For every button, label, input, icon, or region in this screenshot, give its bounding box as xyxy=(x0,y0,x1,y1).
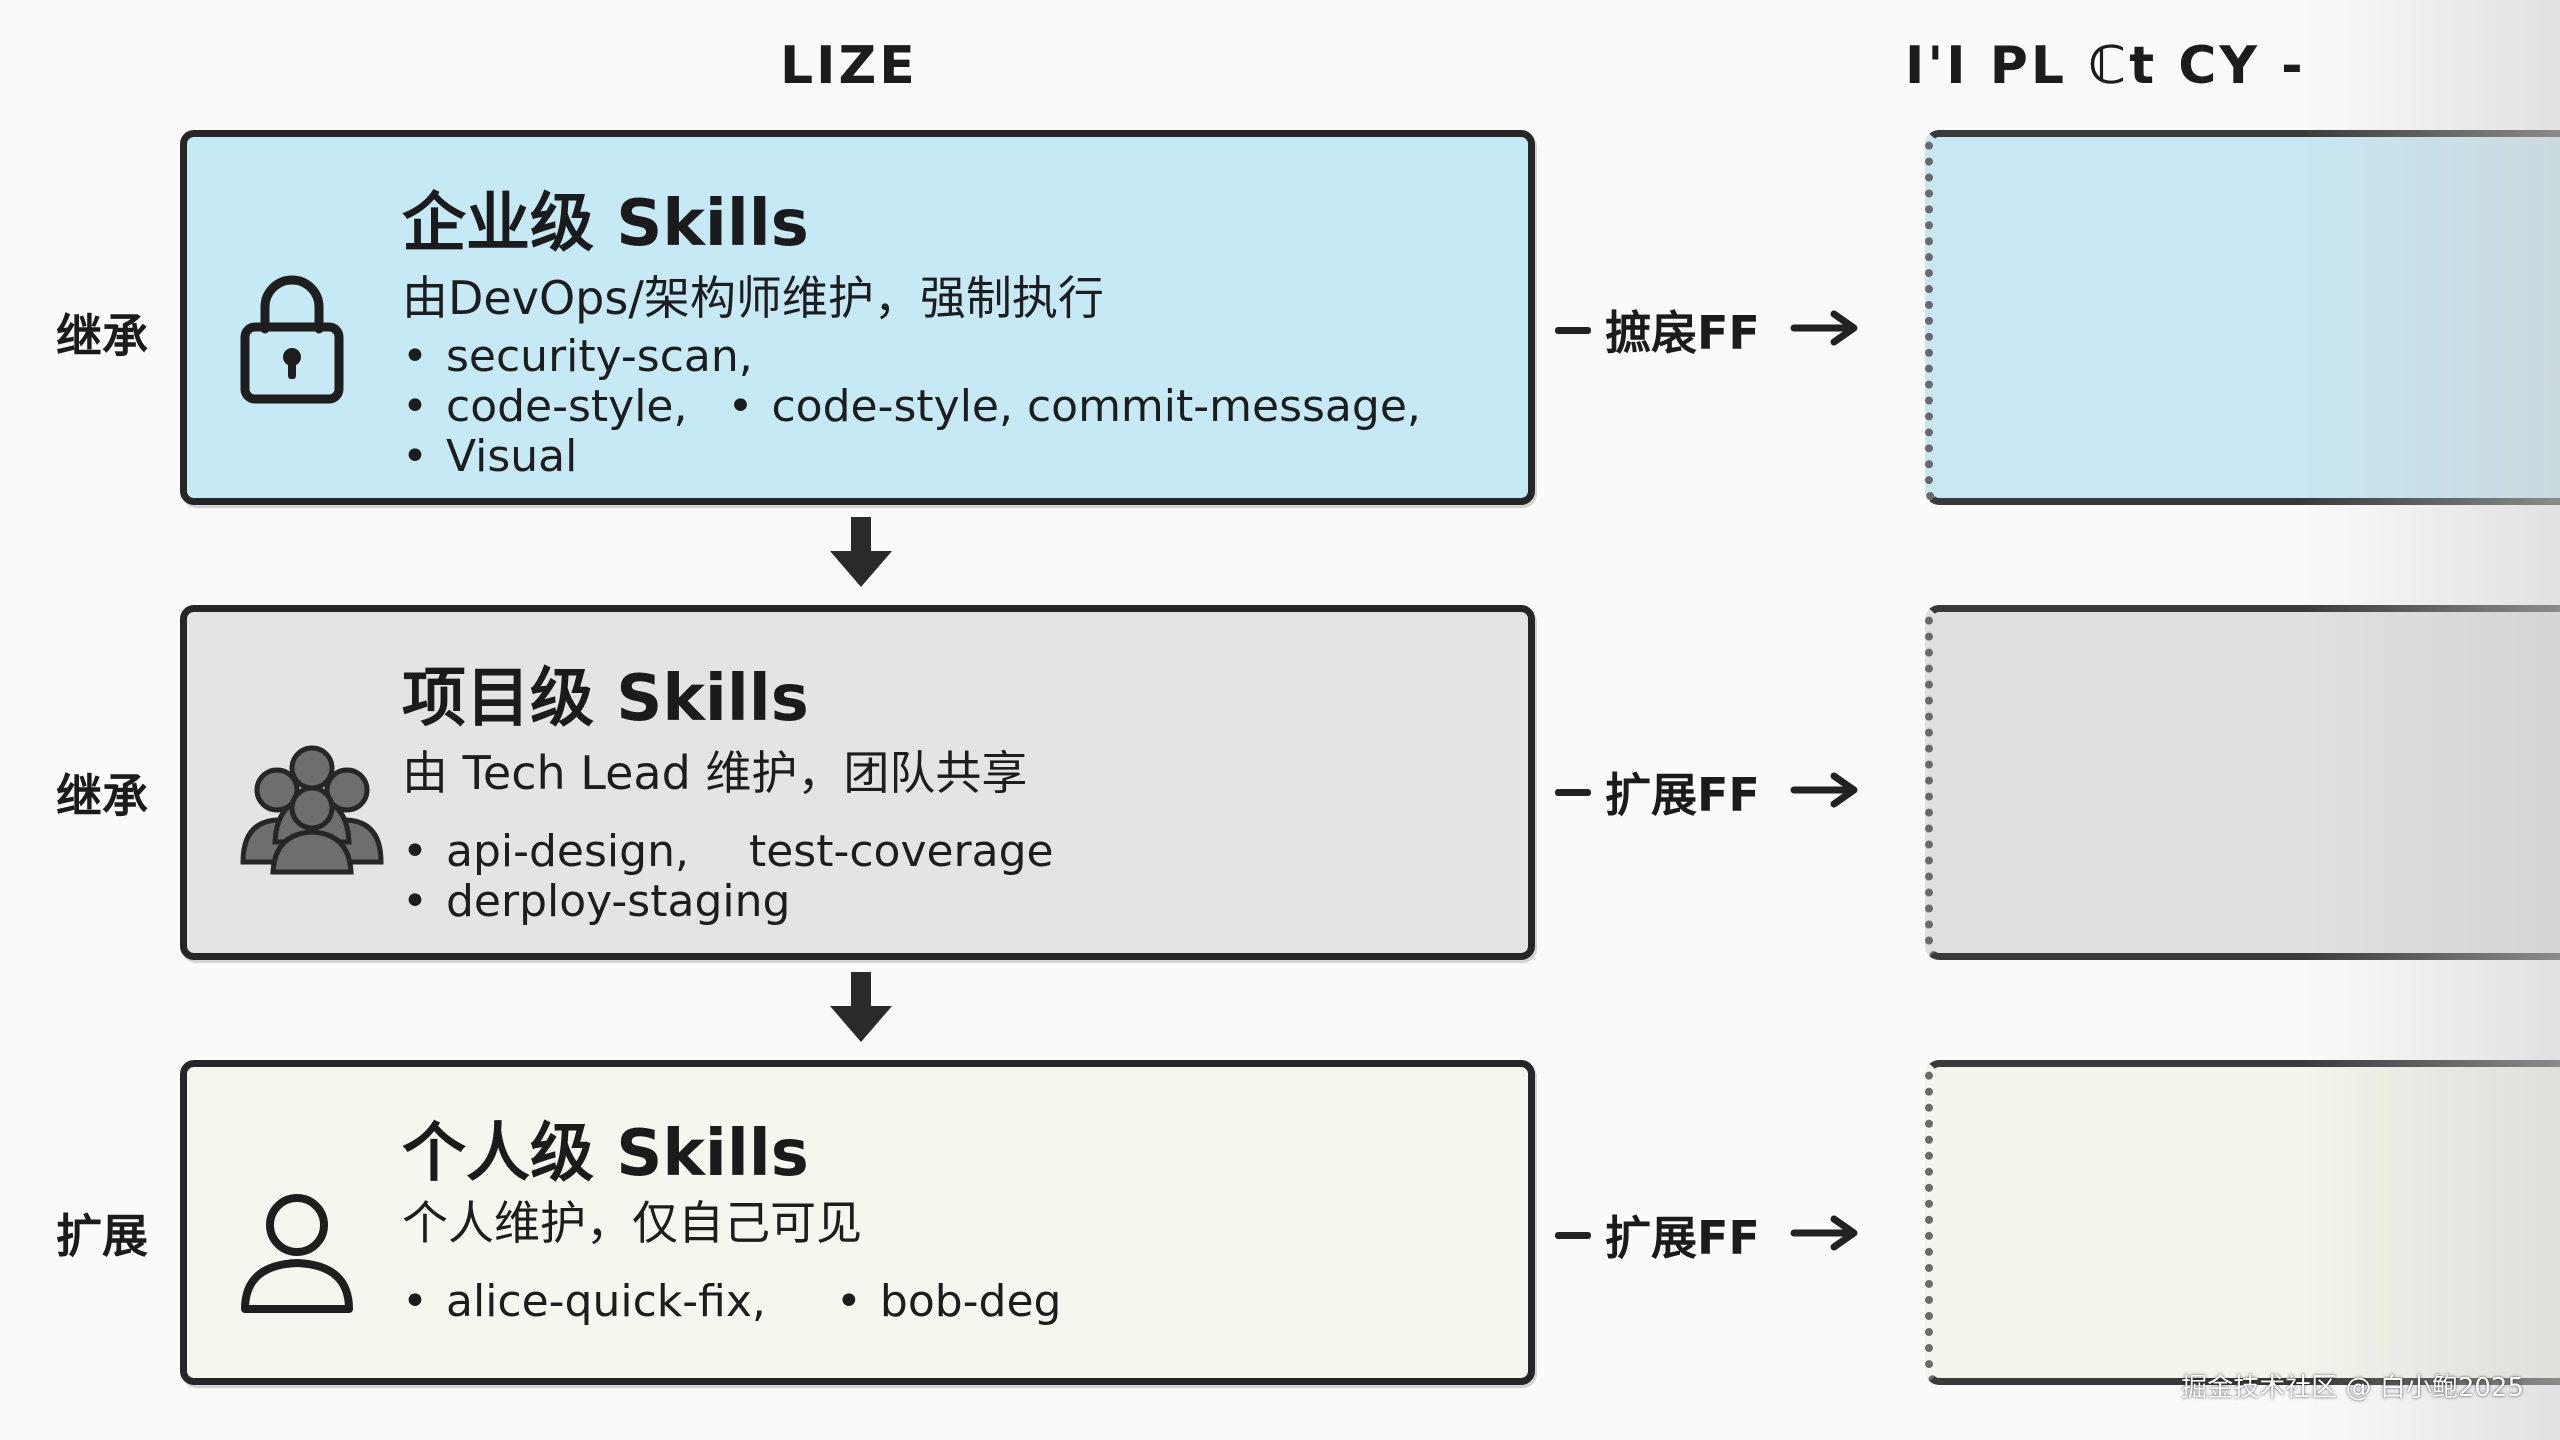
skill-list: •security-scan, •code-style,•code-style,… xyxy=(402,332,1421,482)
skill-line: • derploy-staging xyxy=(402,877,1054,927)
bullet: • xyxy=(835,1276,862,1327)
bullet: • xyxy=(402,1276,428,1327)
skill-item: Visual xyxy=(446,431,578,482)
column-header-right: I'I PL ℂt CY - xyxy=(1905,36,2306,96)
extension-panel-project xyxy=(1925,605,2560,960)
bullet: • xyxy=(402,331,428,382)
bullet: • xyxy=(402,431,428,482)
tier-description: 个人维护，仅自己可见 xyxy=(402,1196,862,1250)
right-arrow-icon xyxy=(1790,308,1862,352)
user-icon xyxy=(237,1187,357,1321)
skill-line: • Visual xyxy=(402,432,1421,482)
tier-description: 由 Tech Lead 维护，团队共享 xyxy=(402,746,1028,800)
watermark: 掘金技术社区 @ 白小鲍2025 xyxy=(2181,1373,2524,1403)
skill-line: • security-scan, xyxy=(402,332,1421,382)
extend-label: 扩展FF xyxy=(1605,768,1760,822)
bullet: • xyxy=(402,826,428,877)
extend-connector: 摭扆FF xyxy=(1555,300,1862,360)
tier-title: 企业级 Skills xyxy=(402,187,809,261)
side-label-enterprise: 继承 xyxy=(56,309,148,363)
skill-line: • code-style, • code-style, commit-message, xyxy=(402,382,1421,432)
down-arrow-icon xyxy=(826,515,896,594)
lock-icon xyxy=(237,267,347,411)
skill-item: test-coverage xyxy=(748,826,1054,877)
skill-item: security-scan, xyxy=(446,331,753,382)
skill-line: • alice-quick-fix, • bob-deg xyxy=(402,1277,1061,1327)
right-arrow-icon xyxy=(1790,1213,1862,1257)
tier-personal: 个人级 Skills 个人维护，仅自己可见 •alice-quick-fix,•… xyxy=(180,1060,1535,1385)
skill-item: code-style, commit-message, xyxy=(771,381,1421,432)
skill-item: code-style, xyxy=(446,381,688,432)
extension-panel-enterprise xyxy=(1925,130,2560,505)
bullet: • xyxy=(402,381,428,432)
bullet: • xyxy=(402,876,428,927)
tier-description: 由DevOps/架构师维护，强制执行 xyxy=(402,271,1104,325)
team-icon xyxy=(237,742,387,881)
skill-item: alice-quick-fix, xyxy=(446,1276,766,1327)
side-label-project: 继承 xyxy=(56,769,148,823)
right-arrow-icon xyxy=(1790,770,1862,814)
column-header-left: LIZE xyxy=(780,36,918,96)
tier-enterprise: 企业级 Skills 由DevOps/架构师维护，强制执行 •security-… xyxy=(180,130,1535,505)
tier-project: 项目级 Skills 由 Tech Lead 维护，团队共享 • api-desi… xyxy=(180,605,1535,960)
extend-label: 扩展FF xyxy=(1605,1211,1760,1265)
side-label-personal: 扩展 xyxy=(56,1209,148,1263)
down-arrow-icon xyxy=(826,970,896,1049)
extend-label: 摭扆FF xyxy=(1605,306,1760,360)
extend-connector: 扩展FF xyxy=(1555,1205,1862,1265)
extend-connector: 扩展FF xyxy=(1555,762,1862,822)
skill-list: • api-design, test-coverage • derploy-stagi… xyxy=(402,827,1054,927)
skill-item: derploy-staging xyxy=(446,876,791,927)
skill-line: • api-design, test-coverage xyxy=(402,827,1054,877)
extension-panel-personal xyxy=(1925,1060,2560,1385)
tier-title: 个人级 Skills xyxy=(402,1117,809,1191)
skill-item: bob-deg xyxy=(879,1276,1062,1327)
tier-title: 项目级 Skills xyxy=(402,662,809,736)
skill-item: api-design, xyxy=(446,826,689,877)
skill-list: • alice-quick-fix, • bob-deg xyxy=(402,1277,1061,1327)
bullet: • xyxy=(727,381,754,432)
